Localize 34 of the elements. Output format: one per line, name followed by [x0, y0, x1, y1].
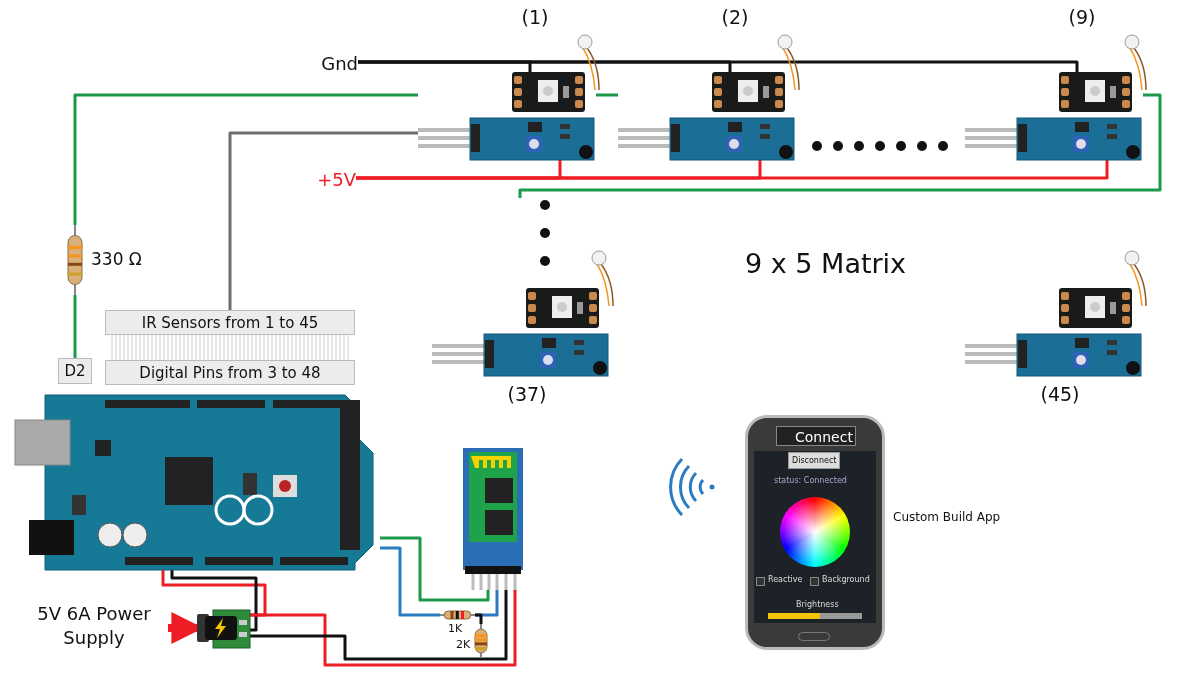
app-title: Connect: [776, 426, 856, 446]
wire: [228, 131, 418, 310]
unit-number: (45): [1039, 383, 1081, 405]
smartphone-app-screen: [745, 415, 885, 650]
wire: [358, 60, 1079, 72]
wire: [596, 93, 618, 97]
rail-label: +5V: [317, 168, 356, 190]
unit-number: (2): [720, 6, 750, 28]
checkbox-label: Reactive: [768, 575, 803, 584]
wire: [73, 295, 77, 358]
unit-number: (9): [1067, 6, 1097, 28]
checkbox-label: Background: [822, 575, 870, 584]
wire: [73, 93, 418, 225]
status-text: status: Connected: [774, 476, 847, 485]
wire: [475, 613, 483, 624]
wire: [380, 546, 440, 617]
matrix-title: 9 x 5 Matrix: [745, 248, 907, 279]
header-label: Digital Pins from 3 to 48: [105, 360, 355, 385]
header-label: IR Sensors from 1 to 45: [105, 310, 355, 335]
slider-label: Brightness: [796, 600, 839, 609]
wire: [518, 93, 1162, 198]
disconnect-button: Disconnect: [788, 452, 841, 469]
resistance-value: 1K: [448, 622, 463, 635]
rail-label: Gnd: [321, 52, 358, 74]
wire: [170, 570, 258, 632]
resistance-value: 330 Ω: [91, 249, 142, 269]
unit-number: (37): [506, 383, 548, 405]
pin-label: D2: [58, 358, 92, 384]
wire: [380, 536, 490, 602]
wire: [356, 160, 1109, 180]
unit-number: (1): [520, 6, 550, 28]
power-supply-label: 5V 6A Power Supply: [20, 602, 168, 654]
resistance-value: 2K: [456, 638, 471, 651]
wire: [161, 570, 267, 617]
